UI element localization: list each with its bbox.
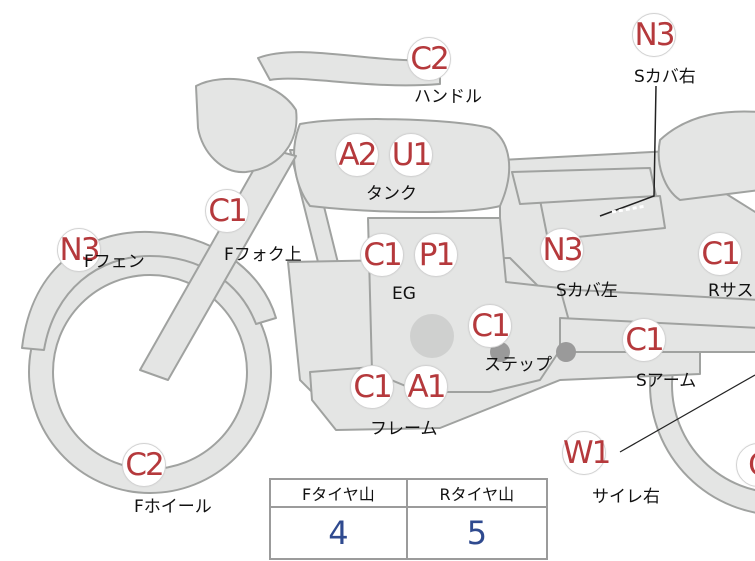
part-label-front-wheel: Fホイール (134, 497, 212, 517)
code-badge-swing-arm-1: C1 (622, 318, 666, 362)
part-label-side-cover-right: Sカバ右 (634, 67, 696, 87)
code-badge-rear-suspension-1: C1 (698, 232, 742, 276)
part-label-muffler-right: サイレ右 (592, 487, 660, 507)
headlight-shape (195, 77, 298, 174)
rear-tread-value: 5 (405, 506, 549, 560)
code-badge-engine-1: C1 (360, 233, 404, 277)
part-label-front-fender: Fフェン (84, 252, 145, 272)
code-badge-front-fender-1: N3 (57, 228, 101, 272)
part-label-rear-suspension: Rサス (708, 281, 754, 301)
code-badge-step-1: C1 (468, 304, 512, 348)
code-badge-side-cover-right-1: N3 (632, 13, 676, 57)
engine-cover (410, 314, 454, 358)
code-badge-frame-1: C1 (350, 365, 394, 409)
leader-line-side-cover-right (599, 85, 657, 217)
code-badge-front-wheel-1: C2 (122, 443, 166, 487)
part-label-front-fork-upper: Fフォク上 (224, 245, 302, 265)
step-peg-right (556, 342, 576, 362)
part-label-tank: タンク (366, 184, 417, 204)
handlebar-shape (257, 51, 441, 87)
front-tread-header: Fタイヤ山 (269, 478, 408, 508)
code-badge-muffler-right-1: W1 (562, 431, 611, 475)
code-badge-handle-1: C2 (407, 37, 451, 81)
code-badge-engine-2: P1 (414, 233, 458, 277)
part-label-engine: EG (392, 284, 416, 304)
leader-line-muffler-right (619, 374, 755, 453)
part-label-frame: フレーム (370, 419, 438, 439)
part-label-handle: ハンドル (414, 87, 482, 107)
front-fork-shape (139, 147, 297, 381)
part-label-swing-arm: Sアーム (636, 371, 697, 391)
leader-line-dashes (611, 204, 647, 214)
rear-tread-header: Rタイヤ山 (405, 478, 549, 508)
code-badge-side-cover-left-1: N3 (540, 228, 584, 272)
part-label-side-cover-left: Sカバ左 (556, 281, 618, 301)
code-badge-frame-2: A1 (404, 365, 448, 409)
seat-shape (657, 110, 755, 201)
code-badge-tank-2: U1 (389, 133, 433, 177)
front-tread-value: 4 (269, 506, 408, 560)
tire-tread-table: Fタイヤ山 Rタイヤ山 4 5 (269, 478, 549, 560)
code-badge-tank-1: A2 (335, 133, 379, 177)
code-badge-front-fork-upper-1: C1 (205, 189, 249, 233)
side-cover-left-shape (511, 167, 657, 205)
part-label-step: ステップ (484, 355, 552, 375)
